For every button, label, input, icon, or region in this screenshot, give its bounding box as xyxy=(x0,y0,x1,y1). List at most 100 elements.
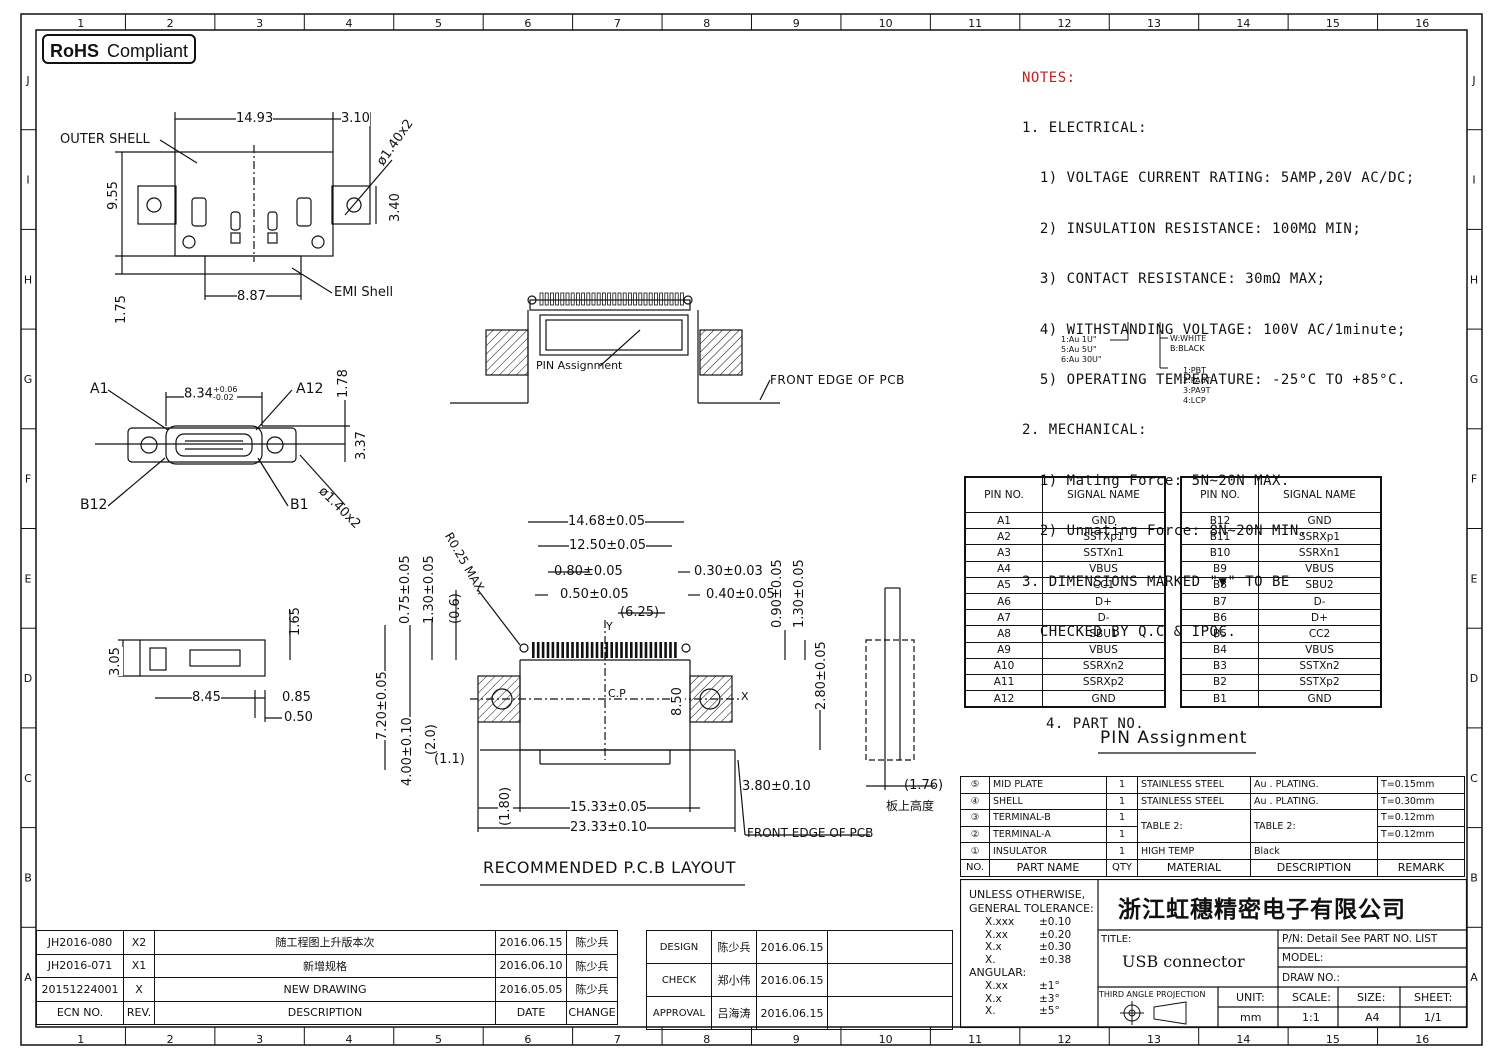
contact-tooth xyxy=(581,292,585,306)
top-view xyxy=(115,112,393,300)
frame-row-label: D xyxy=(24,672,32,685)
frame-column-label: 12 xyxy=(1058,1033,1072,1046)
contact-tooth xyxy=(544,292,549,306)
frame-column-label: 4 xyxy=(346,17,353,30)
contact-tooth xyxy=(648,292,653,306)
outer-shell-label: OUTER SHELL xyxy=(60,132,150,147)
frame-row-label: B xyxy=(24,871,32,884)
frame-column-label: 2 xyxy=(167,17,174,30)
frame-row-label: G xyxy=(1470,373,1479,386)
frame-column-label: 15 xyxy=(1326,17,1340,30)
signal-name-header: SIGNAL NAME xyxy=(1258,476,1382,513)
y-axis-label: Y xyxy=(606,620,613,633)
plating-option: 5:Au 5U" xyxy=(1061,345,1097,354)
contact-tooth xyxy=(654,292,658,306)
material-options: 1:PBT 2:PA6T 3:PA9T 4:LCP xyxy=(1183,366,1211,406)
frame-row-label: G xyxy=(24,373,33,386)
dim-0-6: (0.6) xyxy=(448,593,463,624)
note-line: 2. MECHANICAL: xyxy=(1022,422,1148,439)
pcb-pad xyxy=(649,642,653,658)
frame-row-label: I xyxy=(26,174,29,187)
contact-tooth xyxy=(643,292,648,306)
frame-column-label: 5 xyxy=(435,1033,442,1046)
front-edge-top-label: FRONT EDGE OF PCB xyxy=(770,373,905,387)
contact-tooth xyxy=(633,292,637,306)
pcb-pad xyxy=(590,642,594,658)
dim-0-40: 0.40±0.05 xyxy=(706,587,775,602)
frame-column-label: 13 xyxy=(1147,17,1161,30)
dim-8-50: 8.50 xyxy=(670,687,685,716)
dim-14-93: 14.93 xyxy=(236,111,274,126)
pcb-pad xyxy=(585,642,589,658)
unit-value: mm xyxy=(1240,1011,1262,1024)
dim-3-05: 3.05 xyxy=(108,647,123,676)
notes-title: NOTES: xyxy=(1022,69,1076,86)
dim-7-20: 7.20±0.05 xyxy=(375,671,390,740)
contact-tooth xyxy=(612,292,617,306)
pcb-pad xyxy=(669,642,672,658)
contact-tooth xyxy=(576,292,580,306)
dim-15-33: 15.33±0.05 xyxy=(570,800,648,815)
pcb-pad xyxy=(556,642,560,658)
plating-option: 1:Au 1U" xyxy=(1061,335,1097,344)
contact-tooth xyxy=(659,292,663,306)
drawing-title: USB connector xyxy=(1122,952,1245,971)
dim-0-85: 0.85 xyxy=(282,690,311,705)
contact-tooth xyxy=(674,292,679,306)
note-line: 1. ELECTRICAL: xyxy=(1022,119,1148,136)
frame-column-label: 3 xyxy=(256,17,263,30)
frame-column-label: 6 xyxy=(524,17,531,30)
dim-1-30-a: 1.30±0.05 xyxy=(422,555,437,624)
frame-column-label: 15 xyxy=(1326,1033,1340,1046)
frame-column-label: 14 xyxy=(1236,1033,1250,1046)
dim-3-40: 3.40 xyxy=(388,193,403,222)
part-no-heading: 4. PART NO. xyxy=(1046,715,1145,732)
dim-1-78: 1.78 xyxy=(336,369,351,398)
contact-tooth xyxy=(539,292,544,306)
frame-row-label: E xyxy=(25,572,32,585)
pcb-pad xyxy=(571,642,574,658)
pcb-pad xyxy=(566,642,569,658)
pcb-pad xyxy=(674,642,677,658)
frame-row-label: F xyxy=(25,473,31,486)
board-height-view xyxy=(865,587,935,790)
frame-column-label: 4 xyxy=(346,1033,353,1046)
label-b12: B12 xyxy=(80,497,108,513)
pcb-pad xyxy=(551,642,555,658)
frame-column-label: 3 xyxy=(256,1033,263,1046)
dim-8-87: 8.87 xyxy=(237,289,266,304)
sheet-label: SHEET: xyxy=(1414,991,1453,1004)
dim-0-50-pitch: 0.50±0.05 xyxy=(560,587,629,602)
part-number: P/N: Detail See PART NO. LIST xyxy=(1282,933,1438,945)
note-line: 5) OPERATING TEMPERATURE: -25°C TO +85°C… xyxy=(1022,371,1406,388)
x-axis-label: X xyxy=(741,690,749,703)
pin-assignment-callout: PIN Assignment xyxy=(536,359,623,372)
dim-3-37: 3.37 xyxy=(354,431,369,460)
contact-tooth xyxy=(570,292,575,306)
company-name: 浙江虹穗精密电子有限公司 xyxy=(1118,897,1406,923)
frame-column-label: 8 xyxy=(703,17,710,30)
frame-column-label: 2 xyxy=(167,1033,174,1046)
dim-0-50: 0.50 xyxy=(284,710,313,725)
material-option: 1:PBT xyxy=(1183,366,1206,375)
